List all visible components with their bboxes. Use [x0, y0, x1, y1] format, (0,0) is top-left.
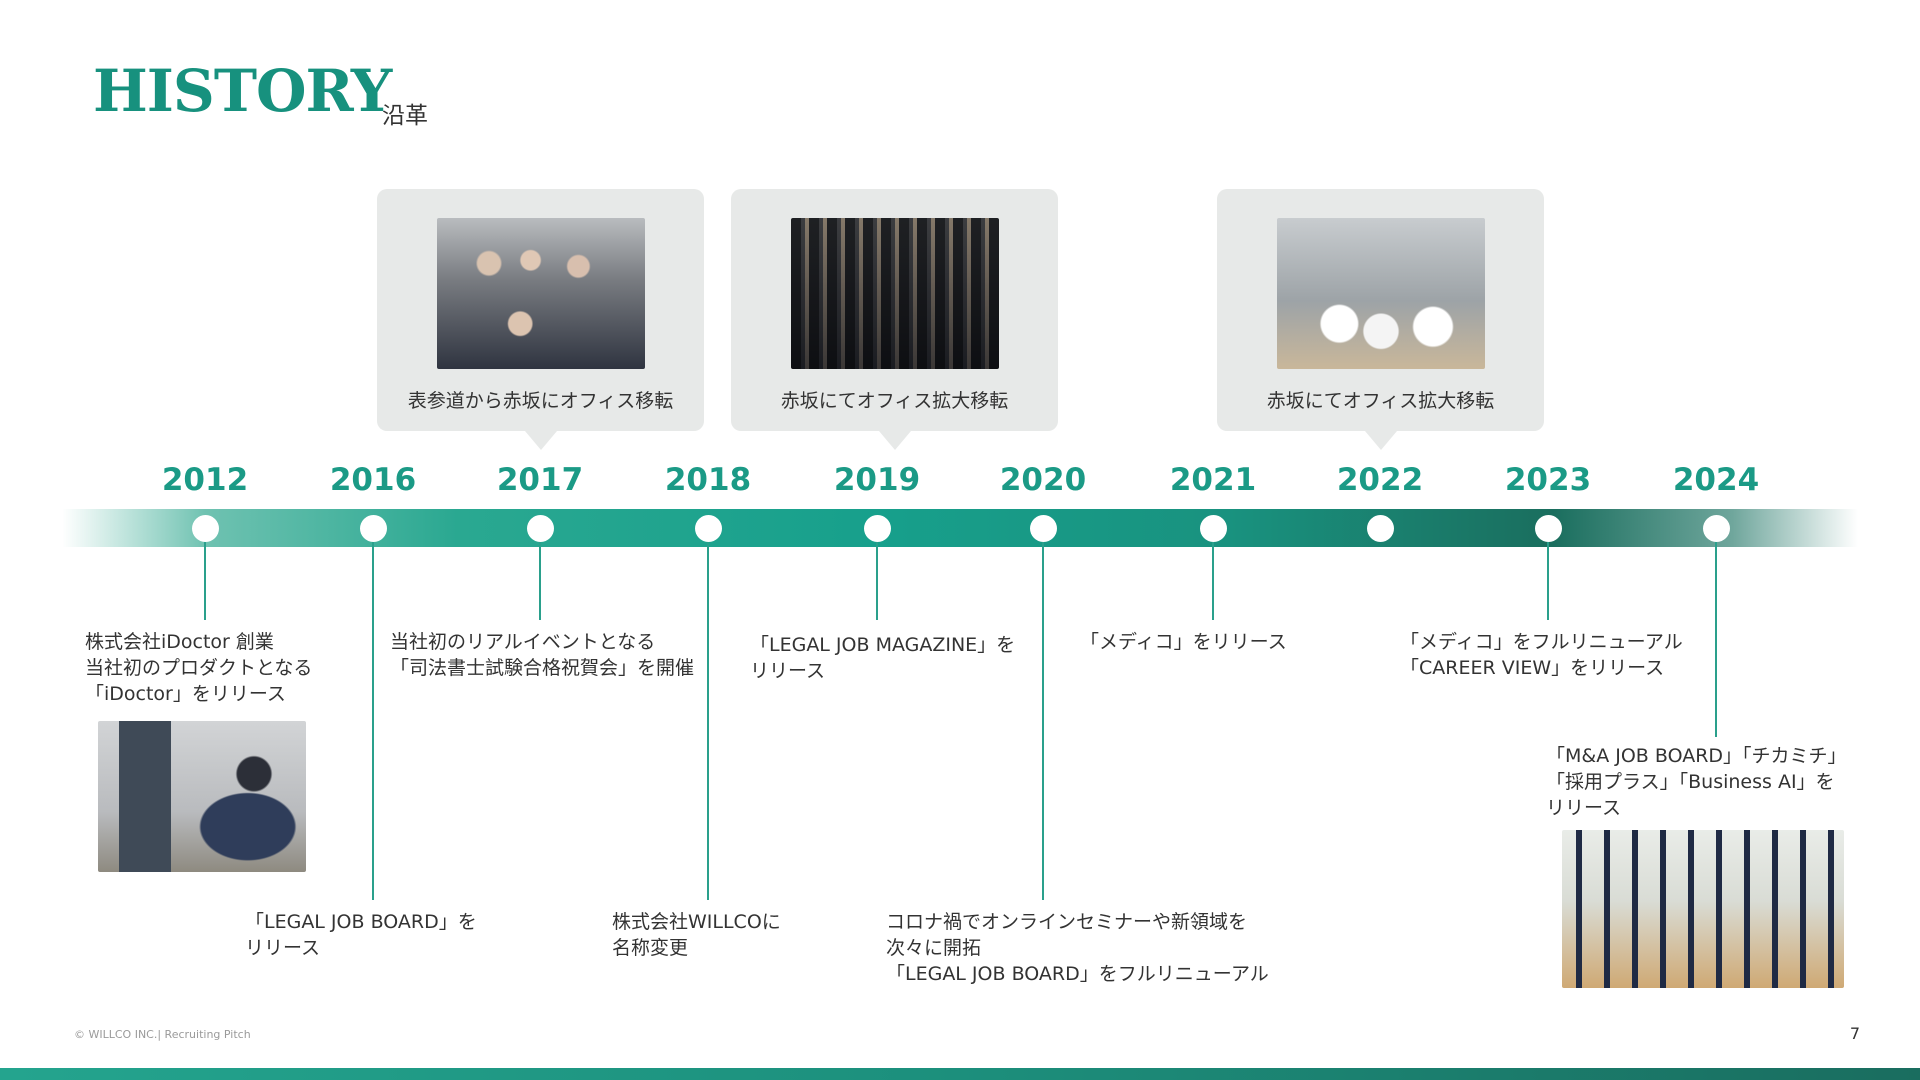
- event-2024: 「M&A JOB BOARD」「チカミチ」 「採用プラス」「Business A…: [1546, 743, 1847, 821]
- year-2019: 2019: [833, 462, 921, 498]
- connector-2016: [372, 542, 374, 900]
- connector-2023: [1547, 542, 1549, 620]
- footer-copyright: © WILLCO INC.| Recruiting Pitch: [74, 1028, 251, 1041]
- timeline-dot-2012: [191, 515, 219, 542]
- timeline-dot-2018: [694, 515, 722, 542]
- callout-2022: 赤坂にてオフィス拡大移転: [1217, 189, 1544, 450]
- event-2023: 「メディコ」をフルリニューアル 「CAREER VIEW」をリリース: [1400, 629, 1683, 681]
- timeline-dot-2024: [1702, 515, 1730, 542]
- year-2017: 2017: [496, 462, 584, 498]
- event-2023-line: 「CAREER VIEW」をリリース: [1400, 657, 1665, 679]
- event-2016-line: 「LEGAL JOB BOARD」を: [245, 911, 477, 933]
- callout-caption-2022: 赤坂にてオフィス拡大移転: [1266, 390, 1495, 412]
- event-2017: 当社初のリアルイベントとなる 「司法書士試験合格祝賀会」を開催: [390, 629, 694, 681]
- event-2017-line: 「司法書士試験合格祝賀会」を開催: [390, 657, 695, 679]
- event-2019-line: 「LEGAL JOB MAGAZINE」を: [750, 634, 1016, 656]
- event-2021: 「メディコ」をリリース: [1080, 629, 1287, 655]
- callout-caption-2019: 赤坂にてオフィス拡大移転: [780, 390, 1009, 412]
- event-2012-line: 「iDoctor」をリリース: [85, 683, 286, 705]
- photo-2017-office-move: [437, 218, 645, 369]
- event-2012-line: 株式会社iDoctor 創業: [85, 631, 274, 653]
- year-2023: 2023: [1504, 462, 1592, 498]
- timeline-dot-2021: [1199, 515, 1227, 542]
- event-2021-line: 「メディコ」をリリース: [1080, 631, 1287, 653]
- event-2016-line: リリース: [245, 937, 321, 959]
- bottom-accent-bar: [0, 1068, 1920, 1080]
- year-2016: 2016: [329, 462, 417, 498]
- page-number: 7: [1849, 1024, 1860, 1043]
- event-2018-line: 名称変更: [612, 937, 689, 959]
- event-2017-line: 当社初のリアルイベントとなる: [390, 631, 656, 653]
- connector-2012: [204, 542, 206, 620]
- photo-2022-office: [1277, 218, 1485, 369]
- event-2024-line: リリース: [1546, 797, 1622, 819]
- event-2019: 「LEGAL JOB MAGAZINE」を リリース: [750, 632, 1015, 684]
- event-2023-line: 「メディコ」をフルリニューアル: [1400, 631, 1683, 653]
- photo-2012-founding: [98, 721, 306, 872]
- timeline-dot-2023: [1534, 515, 1562, 542]
- timeline-dot-2022: [1366, 515, 1394, 542]
- connector-2019: [876, 542, 878, 620]
- event-2024-line: 「M&A JOB BOARD」「チカミチ」: [1546, 745, 1847, 767]
- event-2020: コロナ禍でオンラインセミナーや新領域を 次々に開拓 「LEGAL JOB BOA…: [886, 909, 1269, 987]
- timeline-band: [62, 509, 1858, 547]
- callout-2019: 赤坂にてオフィス拡大移転: [731, 189, 1058, 450]
- photo-2024-team: [1562, 830, 1844, 988]
- event-2024-line: 「採用プラス」「Business AI」を: [1546, 771, 1835, 793]
- event-2020-line: 「LEGAL JOB BOARD」をフルリニューアル: [886, 963, 1269, 985]
- page-title: HISTORY: [93, 57, 392, 125]
- connector-2018: [707, 542, 709, 900]
- timeline-dot-2019: [863, 515, 891, 542]
- year-2018: 2018: [664, 462, 752, 498]
- year-2022: 2022: [1336, 462, 1424, 498]
- photo-2019-team: [791, 218, 999, 369]
- connector-2021: [1212, 542, 1214, 620]
- callout-caption-2017: 表参道から赤坂にオフィス移転: [407, 390, 674, 412]
- event-2016: 「LEGAL JOB BOARD」を リリース: [245, 909, 477, 961]
- connector-2020: [1042, 542, 1044, 900]
- connector-2017: [539, 542, 541, 620]
- year-2012: 2012: [161, 462, 249, 498]
- event-2019-line: リリース: [750, 660, 826, 682]
- event-2020-line: 次々に開拓: [886, 937, 982, 959]
- year-2021: 2021: [1169, 462, 1257, 498]
- connector-2024: [1715, 542, 1717, 737]
- page-subtitle: 沿革: [382, 103, 428, 129]
- event-2020-line: コロナ禍でオンラインセミナーや新領域を: [886, 911, 1248, 933]
- timeline-dot-2020: [1029, 515, 1057, 542]
- event-2018-line: 株式会社WILLCOに: [612, 911, 781, 933]
- event-2012: 株式会社iDoctor 創業 当社初のプロダクトとなる 「iDoctor」をリリ…: [85, 629, 312, 707]
- year-2020: 2020: [999, 462, 1087, 498]
- timeline-dot-2016: [359, 515, 387, 542]
- event-2018: 株式会社WILLCOに 名称変更: [612, 909, 781, 961]
- event-2012-line: 当社初のプロダクトとなる: [85, 657, 313, 679]
- timeline-dot-2017: [526, 515, 554, 542]
- callout-2017: 表参道から赤坂にオフィス移転: [377, 189, 704, 450]
- year-2024: 2024: [1672, 462, 1760, 498]
